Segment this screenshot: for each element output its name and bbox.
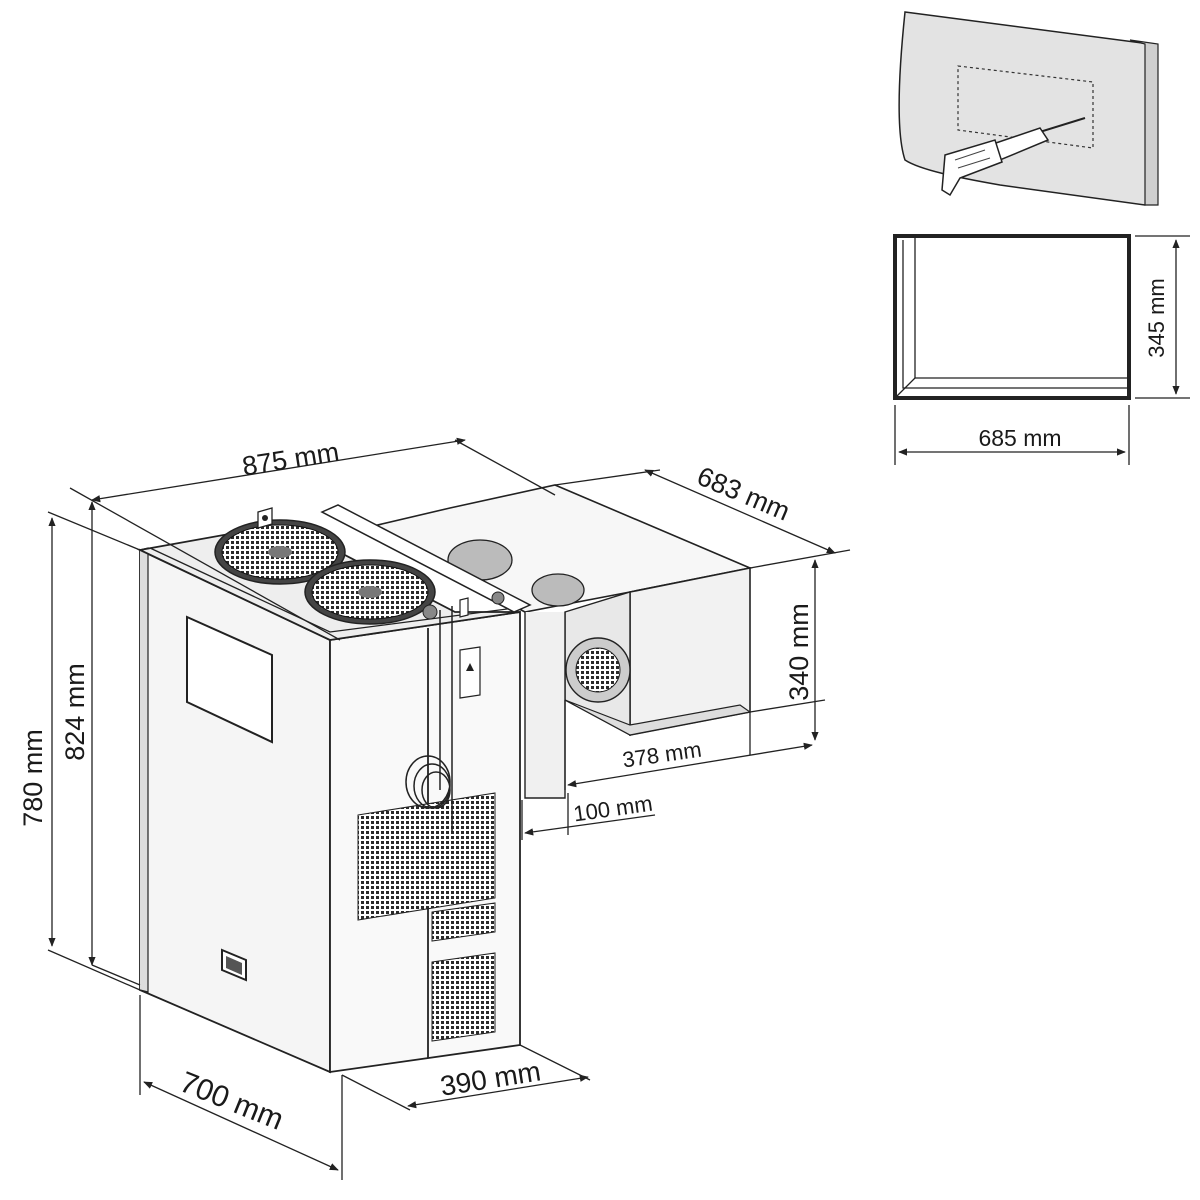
mounting-bracket <box>320 504 532 613</box>
cutout-width-label: 685 mm <box>978 425 1061 451</box>
housing-left-panel <box>139 548 331 1074</box>
cutout-frame <box>893 234 1131 400</box>
evaporator-depth-label: 378 mm <box>621 737 703 773</box>
cutout-marking <box>957 65 1094 149</box>
display-window <box>186 615 273 744</box>
base-width-dimension-line <box>143 1081 339 1171</box>
ventilation-grille-middle <box>431 902 496 942</box>
condenser-fan-2-icon <box>304 559 436 625</box>
base-width-label: 700 mm <box>175 1066 288 1137</box>
wall-gap-label: 100 mm <box>572 791 654 827</box>
wall-cutting-illustration <box>898 11 1159 206</box>
warning-label <box>459 646 481 699</box>
depth-top-dimension-line <box>644 469 836 554</box>
evaporator-depth-dimension-line <box>567 742 813 788</box>
refrigeration-unit <box>137 484 753 1074</box>
ventilation-grille-upper <box>357 792 496 921</box>
wall-panel <box>898 11 1151 206</box>
condenser-fan-1-icon <box>214 519 346 585</box>
height-inner-label: 824 mm <box>60 663 90 761</box>
evaporator-section <box>362 484 753 799</box>
width-top-dimension-line <box>91 437 466 503</box>
base-depth-dimension-line <box>407 1074 589 1109</box>
evaporator-height-label: 340 mm <box>784 603 814 701</box>
cutout-frame-diagram: 345 mm 685 mm <box>893 234 1190 465</box>
width-top-label: 875 mm <box>240 437 341 482</box>
height-outer-label: 780 mm <box>18 729 48 827</box>
wall-edge <box>1129 39 1159 206</box>
ventilation-grille-lower <box>431 952 496 1042</box>
cutout-height-label: 345 mm <box>1144 278 1169 357</box>
warning-triangle-icon <box>466 663 474 671</box>
base-depth-label: 390 mm <box>438 1055 543 1101</box>
cable-coil-icon <box>405 755 451 809</box>
saw-icon <box>941 117 1086 197</box>
wall-gap-dimension-line <box>524 814 656 836</box>
depth-top-label: 683 mm <box>693 461 795 527</box>
